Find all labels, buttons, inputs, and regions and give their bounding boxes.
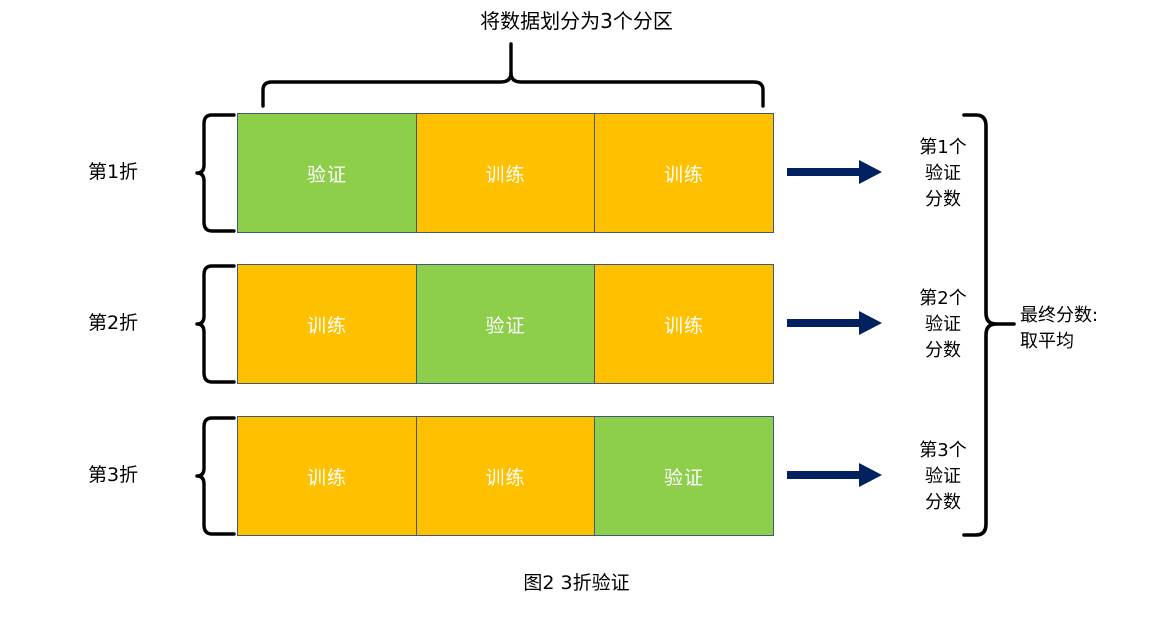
- fold-1-partition-1: 验证: [237, 113, 417, 233]
- fold-2-partition-3: 训练: [594, 264, 774, 384]
- fold-2-partition-1: 训练: [237, 264, 417, 384]
- fold-3-partition-3: 验证: [594, 416, 774, 536]
- diagram-title: 将数据划分为3个分区: [480, 9, 673, 33]
- arrow-right-icon: [787, 311, 882, 335]
- fold-1-score-label: 第1个 验证 分数: [884, 135, 1002, 213]
- fold-brace-2: [195, 264, 238, 384]
- fold-1-arrow: [787, 159, 883, 185]
- partition-brace: [258, 42, 768, 108]
- fold-2-score-line-1: 第2个: [919, 288, 967, 309]
- fold-3-score-label: 第3个 验证 分数: [884, 438, 1002, 516]
- figure-caption: 图2 3折验证: [523, 572, 630, 594]
- arrow-right-icon: [787, 463, 882, 487]
- fold-brace-2-icon: [195, 264, 236, 384]
- fold-row-3: 训练 训练 验证: [237, 416, 774, 536]
- fold-2-partition-2: 验证: [415, 264, 596, 384]
- fold-brace-3: [195, 416, 238, 536]
- fold-1-score-line-2: 验证: [925, 163, 961, 184]
- fold-2-score-label: 第2个 验证 分数: [884, 286, 1002, 364]
- fold-3-score-line-2: 验证: [925, 466, 961, 487]
- final-score-brace: [962, 113, 1016, 537]
- fold-brace-3-icon: [195, 416, 236, 536]
- final-score-label: 最终分数: 取平均: [1020, 303, 1153, 355]
- fold-2-arrow: [787, 310, 883, 336]
- fold-3-score-line-1: 第3个: [919, 440, 967, 461]
- fold-1-partition-3: 训练: [594, 113, 774, 233]
- fold-3-arrow: [787, 462, 883, 488]
- fold-label-1: 第1折: [87, 161, 139, 183]
- fold-row-2: 训练 验证 训练: [237, 264, 774, 384]
- fold-brace-1: [195, 113, 238, 233]
- partition-brace-icon: [261, 42, 765, 108]
- fold-label-2: 第2折: [87, 312, 139, 334]
- fold-label-3: 第3折: [87, 464, 139, 486]
- fold-3-partition-1: 训练: [237, 416, 417, 536]
- fold-1-score-line-1: 第1个: [919, 137, 967, 158]
- fold-2-score-line-2: 验证: [925, 314, 961, 335]
- final-score-line-1: 最终分数:: [1020, 305, 1099, 326]
- fold-3-partition-2: 训练: [415, 416, 596, 536]
- final-score-line-2: 取平均: [1020, 331, 1074, 352]
- fold-1-score-line-3: 分数: [925, 189, 961, 210]
- arrow-right-icon: [787, 160, 882, 184]
- final-score-brace-icon: [962, 113, 1016, 537]
- fold-row-1: 验证 训练 训练: [237, 113, 774, 233]
- fold-3-score-line-3: 分数: [925, 492, 961, 513]
- fold-brace-1-icon: [195, 113, 236, 233]
- fold-1-partition-2: 训练: [415, 113, 596, 233]
- fold-2-score-line-3: 分数: [925, 340, 961, 361]
